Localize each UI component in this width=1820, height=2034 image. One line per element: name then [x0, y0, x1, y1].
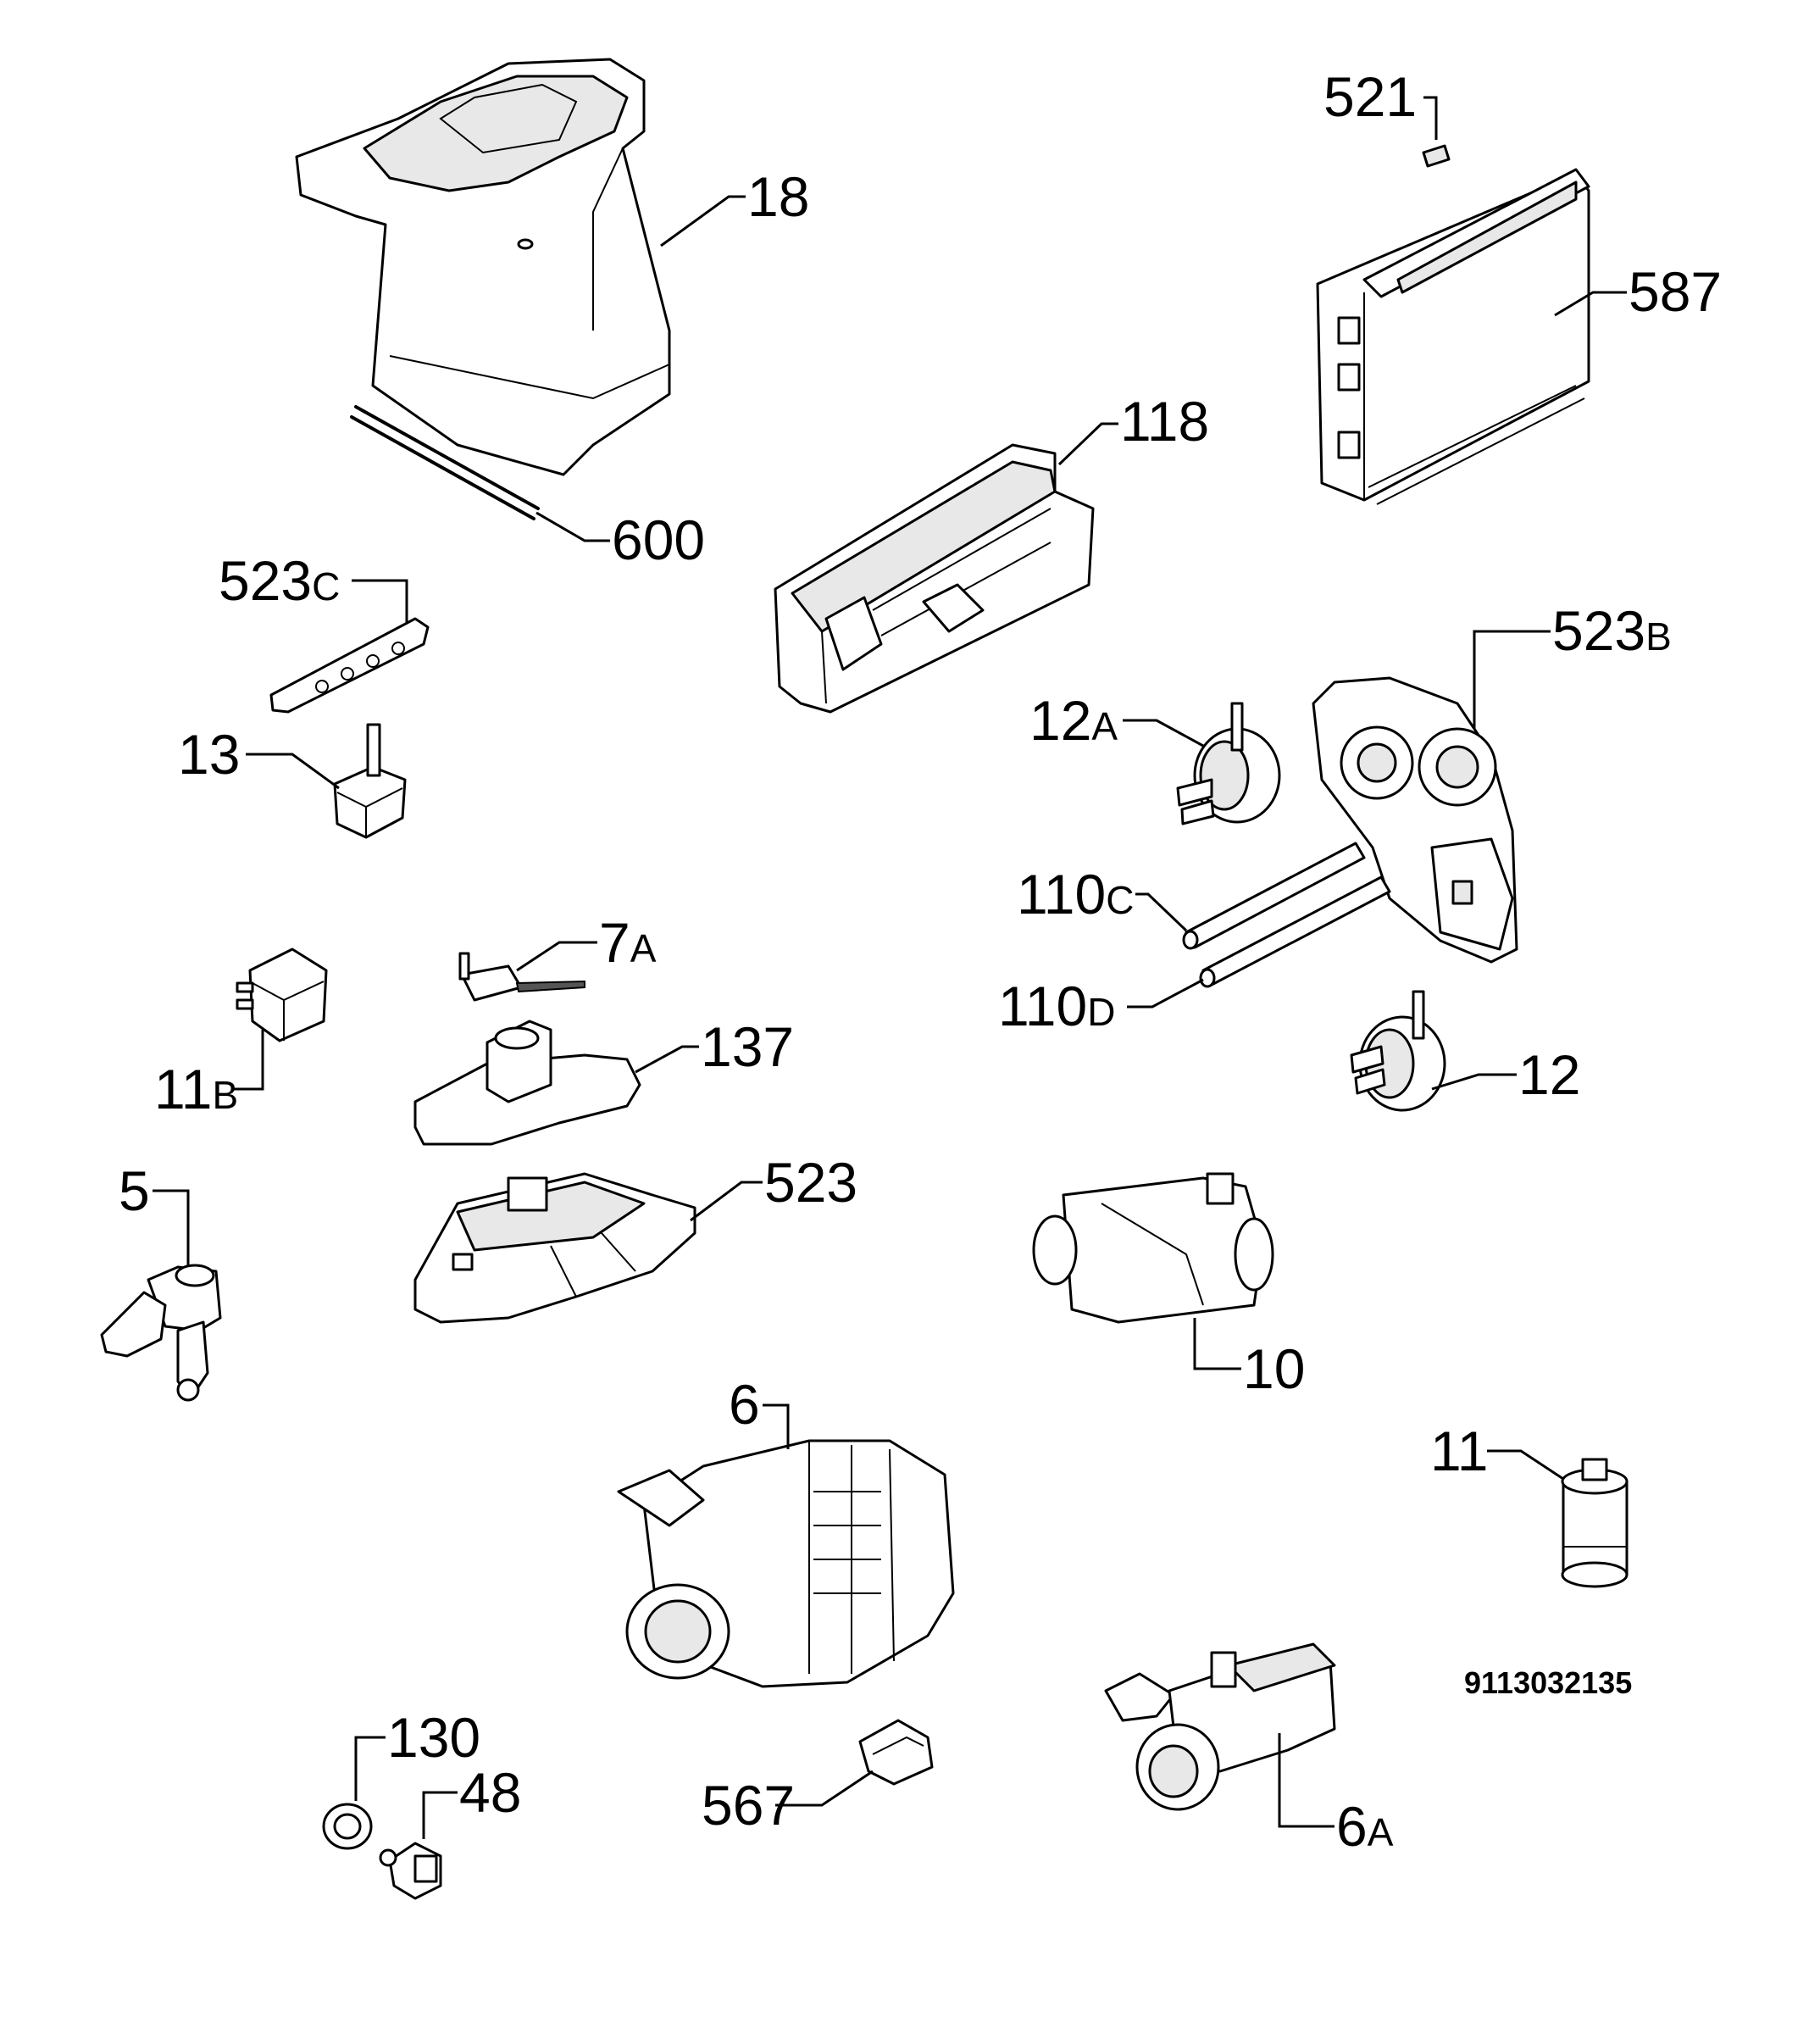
callout-6: 6 [729, 1373, 760, 1436]
svg-text:523: 523 [764, 1151, 857, 1214]
svg-text:523B: 523B [1552, 599, 1672, 662]
part-11b-relay [236, 948, 328, 1042]
leader-523b [1473, 630, 1551, 729]
leader-5 [153, 1189, 190, 1267]
callout-10: 10 [1243, 1337, 1305, 1400]
leader-12 [1431, 1073, 1517, 1091]
svg-text:48: 48 [459, 1761, 521, 1824]
svg-text:13: 13 [178, 723, 240, 786]
svg-text:110C: 110C [1017, 863, 1134, 925]
svg-text:521: 521 [1323, 65, 1417, 128]
part-13-switch [333, 723, 407, 839]
leader-137 [635, 1045, 699, 1074]
leader-6 [763, 1403, 790, 1449]
part-6a-drain-pump [1104, 1642, 1336, 1811]
part-567-clip [858, 1719, 934, 1786]
part-5-inlet-valve [100, 1264, 222, 1402]
part-523b-bracket [1312, 676, 1518, 964]
svg-text:130: 130 [387, 1706, 480, 1769]
svg-text:110D: 110D [998, 975, 1115, 1037]
part-130-seal [322, 1803, 373, 1850]
callout-6a: 6A [1336, 1795, 1394, 1858]
part-110c-hose [1182, 842, 1366, 950]
svg-text:12: 12 [1518, 1043, 1580, 1106]
leader-587 [1554, 291, 1627, 317]
part-523c-bracket [269, 617, 430, 714]
leader-523 [690, 1181, 763, 1222]
callout-7a: 7A [599, 911, 657, 974]
svg-text:12A: 12A [1029, 689, 1118, 752]
drawing-code: 9113032135 [1464, 1665, 1632, 1700]
leader-110d [1127, 978, 1204, 1009]
callout-11b: 11B [154, 1058, 238, 1120]
part-12a-pressure-switch [1176, 702, 1281, 825]
leader-7a [516, 941, 597, 972]
leader-567 [775, 1770, 874, 1807]
svg-text:118: 118 [1120, 390, 1209, 453]
part-18-duct-cover [295, 58, 671, 520]
callout-13: 13 [178, 723, 240, 786]
callout-110d: 110D [998, 975, 1115, 1037]
callout-523: 523 [764, 1151, 857, 1214]
callout-48: 48 [459, 1761, 521, 1824]
part-523-sump [413, 1172, 696, 1324]
svg-text:6: 6 [729, 1373, 760, 1436]
part-12-pressure-switch [1350, 990, 1446, 1112]
part-587-electronic-module [1316, 168, 1590, 505]
part-10-heater [1032, 1172, 1274, 1324]
svg-text:137: 137 [701, 1015, 794, 1078]
callout-11: 11 [1430, 1420, 1489, 1482]
part-7a-sensor [458, 952, 585, 1002]
leader-11b [233, 1030, 264, 1091]
leader-6a [1278, 1733, 1334, 1828]
leader-18 [660, 195, 746, 247]
callout-587: 587 [1629, 260, 1722, 323]
part-137-cover [413, 1020, 641, 1146]
callout-18: 18 [747, 165, 809, 228]
part-6-pump-motor [617, 1439, 955, 1688]
leader-10 [1193, 1318, 1241, 1370]
svg-text:600: 600 [612, 508, 705, 571]
callout-521: 521 [1323, 65, 1417, 128]
callout-567: 567 [702, 1774, 795, 1837]
callout-523b: 523B [1552, 599, 1672, 662]
leader-12a [1123, 719, 1204, 747]
callout-600: 600 [612, 508, 705, 571]
svg-text:7A: 7A [599, 911, 657, 974]
svg-text:5: 5 [119, 1159, 150, 1222]
callout-137: 137 [701, 1015, 794, 1078]
svg-text:567: 567 [702, 1774, 795, 1837]
leader-521 [1423, 96, 1438, 140]
callout-12a: 12A [1029, 689, 1118, 752]
svg-text:18: 18 [747, 165, 809, 228]
leader-118 [1057, 422, 1118, 466]
callout-130: 130 [387, 1706, 480, 1769]
part-11-capacitor [1561, 1458, 1629, 1588]
svg-text:11B: 11B [154, 1058, 238, 1120]
callout-12: 12 [1518, 1043, 1580, 1106]
part-118-panel-housing [774, 443, 1095, 714]
part-521-clip [1422, 144, 1451, 168]
leader-600 [535, 511, 610, 542]
leader-110c [1135, 892, 1188, 932]
leader-13 [246, 753, 340, 790]
svg-text:587: 587 [1629, 260, 1722, 323]
leader-523c [352, 579, 408, 623]
svg-text:11: 11 [1430, 1420, 1489, 1482]
leader-130 [354, 1736, 386, 1801]
part-48-plug [379, 1842, 442, 1900]
leader-48 [422, 1791, 458, 1839]
svg-text:10: 10 [1243, 1337, 1305, 1400]
callout-110c: 110C [1017, 863, 1134, 925]
callout-118: 118 [1120, 390, 1209, 453]
callout-5: 5 [119, 1159, 150, 1222]
svg-text:523C: 523C [219, 549, 340, 612]
svg-text:6A: 6A [1336, 1795, 1394, 1858]
part-110d-hose [1199, 875, 1391, 988]
callout-523c: 523C [219, 549, 340, 612]
leader-11 [1487, 1449, 1564, 1481]
